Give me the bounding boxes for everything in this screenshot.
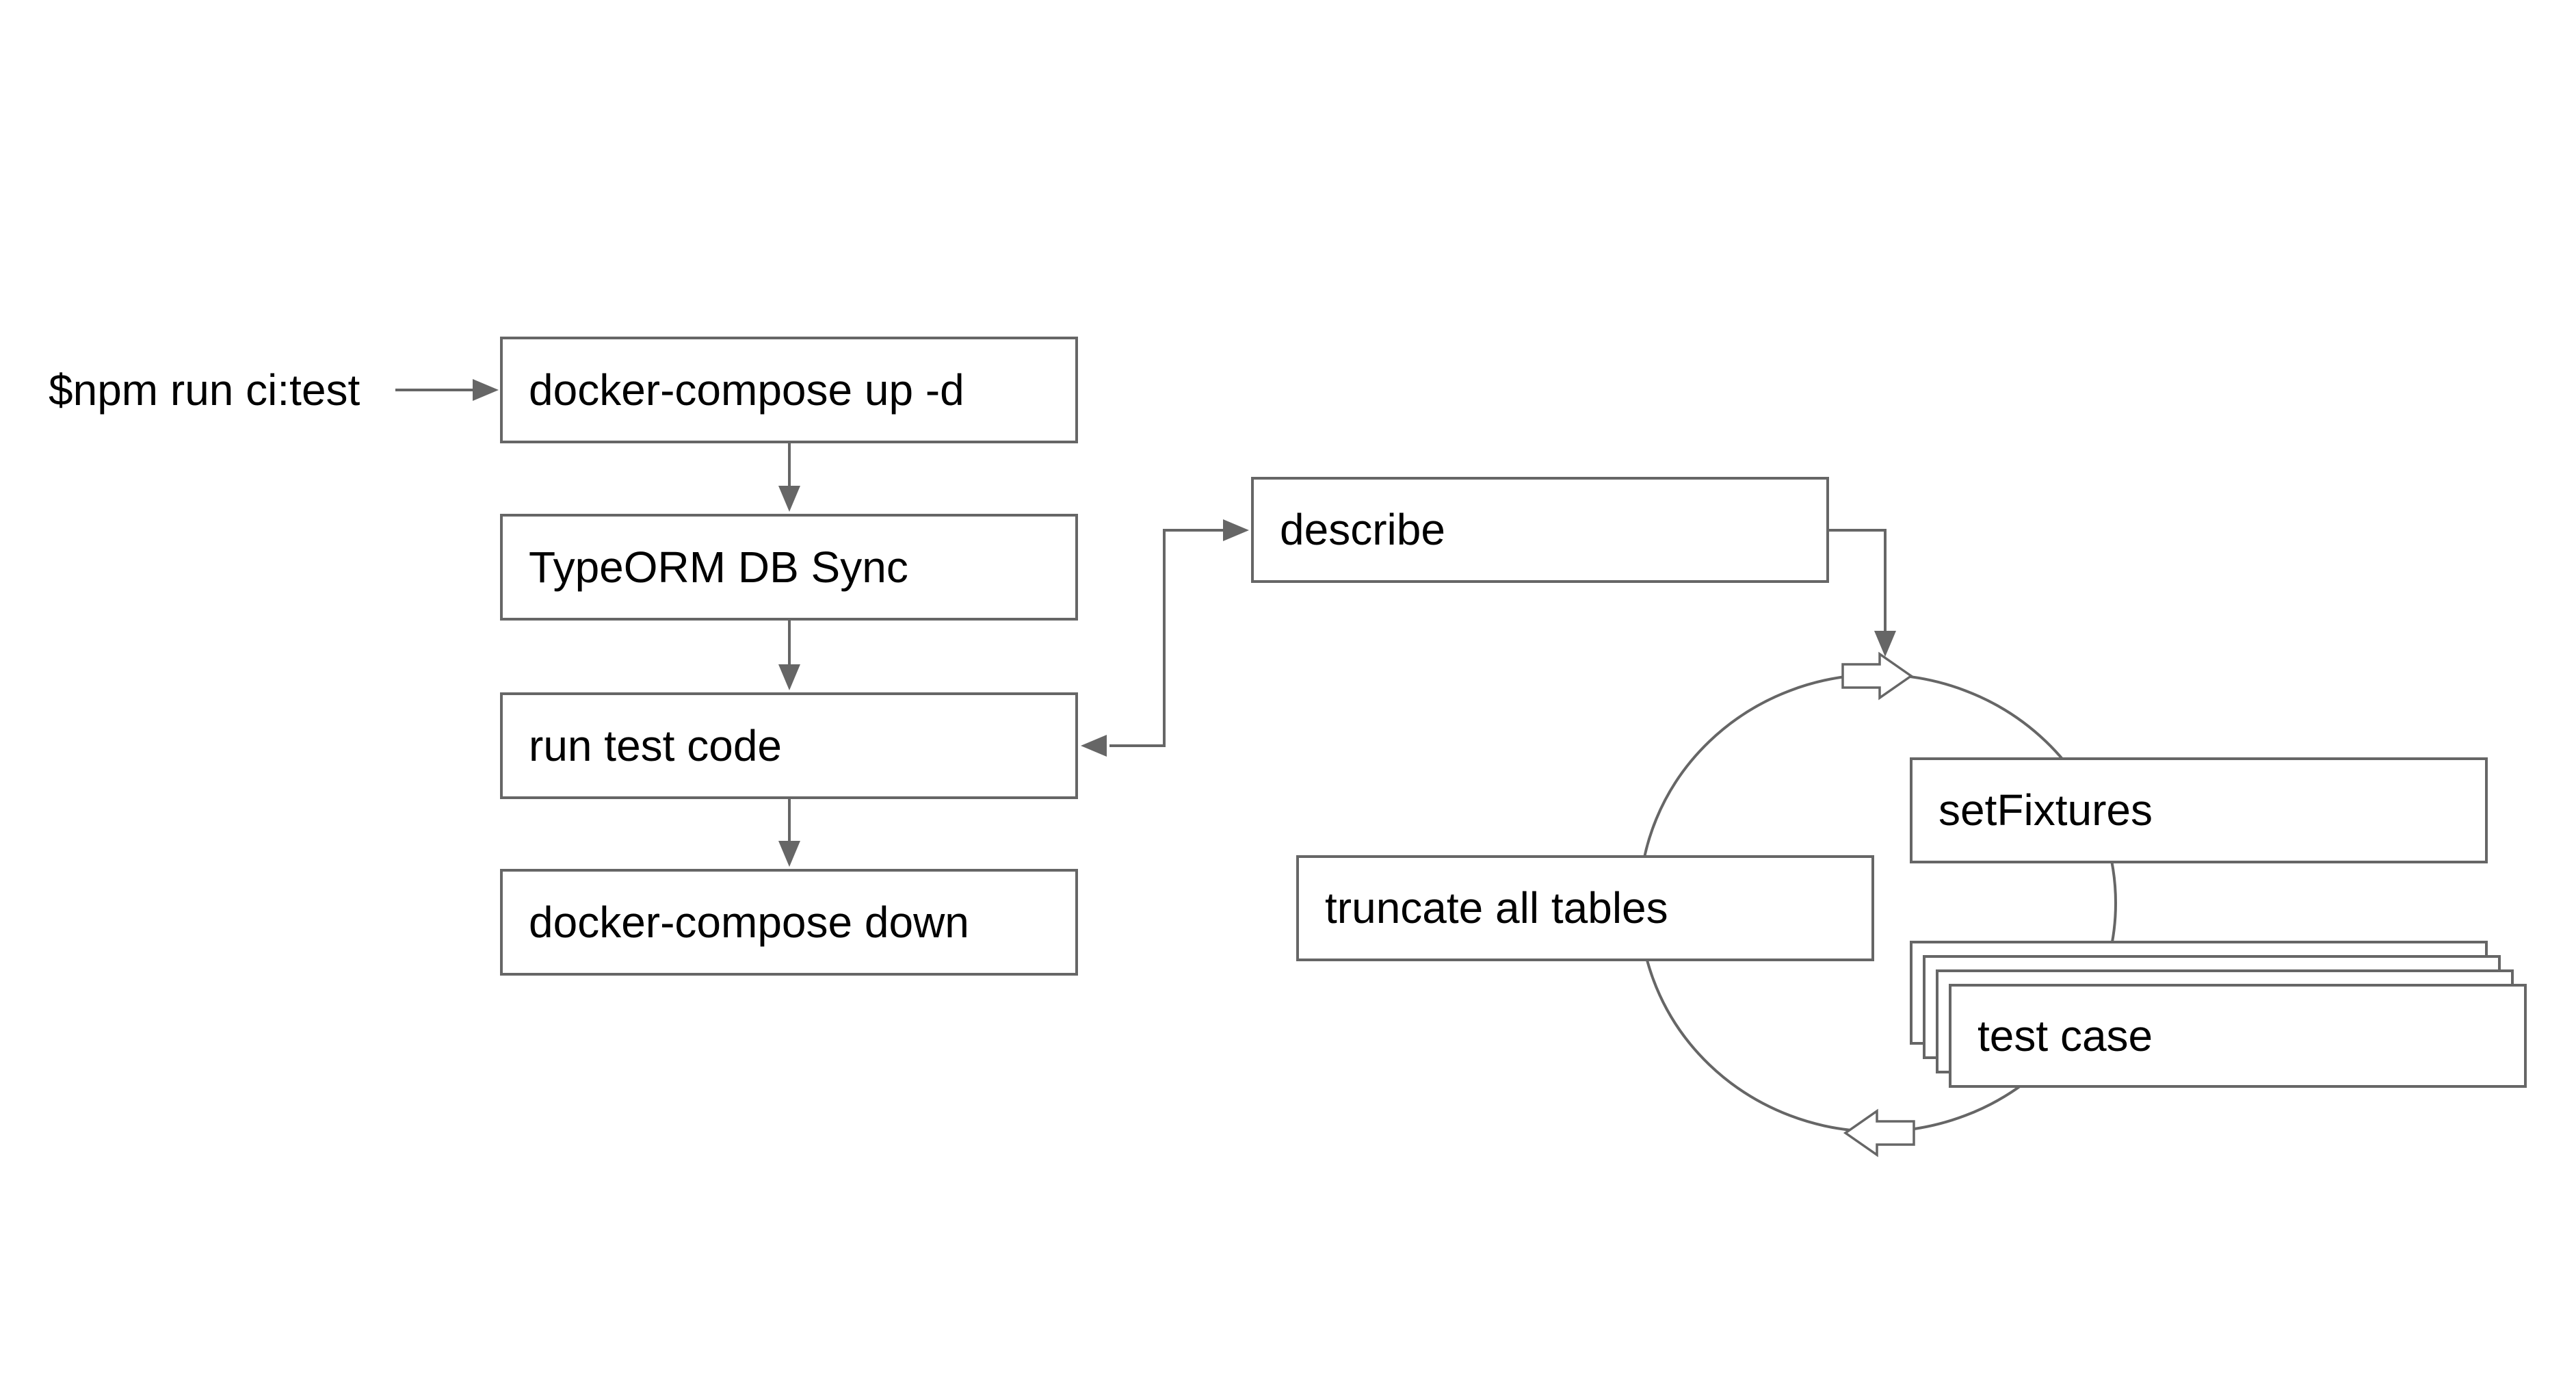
node-set-fixtures: setFixtures (1910, 757, 2488, 863)
arrowhead-into-typeorm (778, 486, 800, 512)
connector-run-test-describe-elbow (1109, 529, 1223, 747)
node-describe: describe (1251, 477, 1829, 583)
cycle-direction-top-icon (1841, 651, 1914, 701)
node-test-case: test case (1949, 984, 2527, 1088)
arrowhead-into-run-test (778, 664, 800, 690)
node-truncate-all-tables: truncate all tables (1296, 855, 1874, 961)
arrowhead-into-cycle (1874, 631, 1896, 657)
arrowhead-into-docker-down (778, 841, 800, 867)
connector-describe-to-cycle (1829, 529, 1887, 631)
cycle-direction-bottom-icon (1843, 1108, 1915, 1158)
node-run-test-code: run test code (500, 692, 1078, 799)
node-docker-compose-up: docker-compose up -d (500, 337, 1078, 443)
arrowhead-into-describe (1223, 519, 1249, 541)
node-typeorm-db-sync: TypeORM DB Sync (500, 514, 1078, 621)
arrowhead-back-into-run-test (1081, 735, 1107, 757)
node-docker-compose-down: docker-compose down (500, 869, 1078, 976)
cli-command-label: $npm run ci:test (49, 365, 360, 415)
arrowhead-into-docker-up (473, 379, 499, 401)
